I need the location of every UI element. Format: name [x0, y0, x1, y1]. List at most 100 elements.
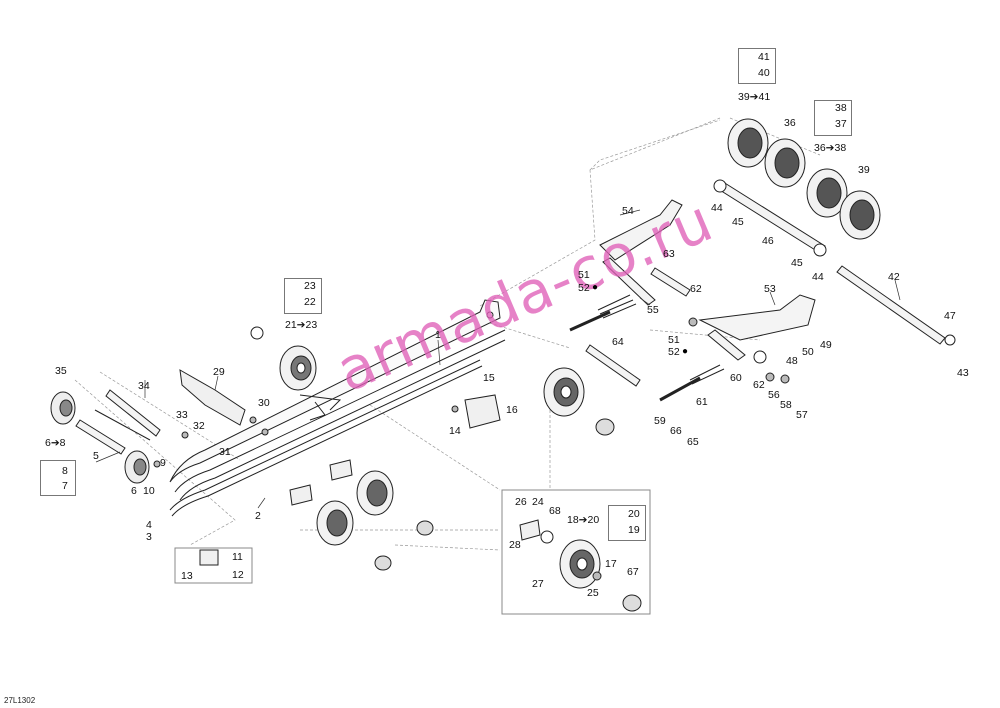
kit-box-19-20 [608, 505, 646, 541]
callout-52b: 52 [668, 346, 680, 358]
callout-32: 32 [193, 420, 205, 432]
wheel-21 [279, 345, 317, 391]
callout-3: 3 [146, 531, 152, 543]
callout-64: 64 [612, 336, 624, 348]
callout-36-38: 36➔38 [814, 142, 847, 154]
wheel-39b [839, 190, 881, 240]
callout-63: 63 [663, 248, 675, 260]
rail-assembly [169, 299, 506, 517]
wheel-35 [50, 391, 76, 425]
callout-5: 5 [93, 450, 99, 462]
callout-38: 38 [835, 102, 847, 114]
kit-box-22-23 [284, 278, 322, 314]
callout-51a: 51 [578, 269, 590, 281]
callout-17: 17 [605, 558, 617, 570]
springs [569, 294, 725, 402]
callout-65: 65 [687, 436, 699, 448]
callout-52a: 52 [578, 282, 590, 294]
grease-drop-icon: ● [682, 346, 689, 357]
callout-15: 15 [483, 372, 495, 384]
callout-23: 23 [304, 280, 316, 292]
callout-26: 26 [515, 496, 527, 508]
callout-44a: 44 [711, 202, 723, 214]
callout-36: 36 [784, 117, 796, 129]
callout-47: 47 [944, 310, 956, 322]
callout-6-8: 6➔8 [45, 437, 66, 449]
callout-58: 58 [780, 399, 792, 411]
callout-11: 11 [232, 551, 243, 563]
callout-25: 25 [587, 587, 599, 599]
leader-lines [95, 209, 901, 509]
callout-40: 40 [758, 67, 770, 79]
callout-62b: 62 [753, 379, 765, 391]
callout-37: 37 [835, 118, 847, 130]
callout-57: 57 [796, 409, 808, 421]
callout-53: 53 [764, 283, 776, 295]
callout-9: 9 [160, 457, 166, 469]
callout-28: 28 [509, 539, 521, 551]
kit-box-slider [174, 547, 253, 584]
callout-10: 10 [143, 485, 155, 497]
callout-27: 27 [532, 578, 544, 590]
callout-56: 56 [768, 389, 780, 401]
callout-8: 8 [62, 465, 68, 477]
kit-box-37-38 [814, 100, 852, 136]
wheel-39a [727, 118, 769, 168]
callout-35: 35 [55, 365, 67, 377]
callout-29: 29 [213, 366, 225, 378]
callout-67: 67 [627, 566, 639, 578]
callout-34: 34 [138, 380, 150, 392]
callout-43: 43 [957, 367, 969, 379]
wheel-18 [559, 539, 601, 589]
callout-68: 68 [549, 505, 561, 517]
callout-6: 6 [131, 485, 137, 497]
callout-14: 14 [449, 425, 461, 437]
callout-13: 13 [181, 570, 193, 582]
wheel-rail-rear [543, 367, 585, 417]
wheel-36b [806, 168, 848, 218]
callout-55: 55 [647, 304, 659, 316]
caps [374, 418, 642, 612]
callout-60: 60 [730, 372, 742, 384]
callout-45a: 45 [732, 216, 744, 228]
callout-44b: 44 [812, 271, 824, 283]
callout-39: 39 [858, 164, 870, 176]
callout-30: 30 [258, 397, 270, 409]
callout-20: 20 [628, 508, 640, 520]
callout-46: 46 [762, 235, 774, 247]
callout-31: 31 [219, 446, 231, 458]
callout-21-23: 21➔23 [285, 319, 318, 331]
diagram-code: 27L1302 [4, 696, 36, 705]
callout-59: 59 [654, 415, 666, 427]
callout-24: 24 [532, 496, 544, 508]
callout-39-41: 39➔41 [738, 91, 771, 103]
callout-22: 22 [304, 296, 316, 308]
wheel-lower-b [356, 470, 394, 516]
small-hardware [153, 179, 956, 581]
callout-42: 42 [888, 271, 900, 283]
kit-box-40-41 [738, 48, 776, 84]
arm-53 [698, 294, 816, 361]
grease-drop-icon: ● [592, 282, 599, 293]
callout-62a: 62 [690, 283, 702, 295]
wheel-lower-a [316, 500, 354, 546]
callout-45b: 45 [791, 257, 803, 269]
wheel-6 [124, 450, 150, 484]
kit-box-7-8 [40, 460, 76, 496]
callout-48: 48 [786, 355, 798, 367]
callout-54: 54 [622, 205, 634, 217]
callout-51b: 51 [668, 334, 680, 346]
kit-box-rear-wheel [501, 489, 651, 615]
callout-19: 19 [628, 524, 640, 536]
callout-61: 61 [696, 396, 708, 408]
callout-49: 49 [820, 339, 832, 351]
shafts [75, 179, 946, 455]
wheel-36 [764, 138, 806, 188]
callout-18-20: 18➔20 [567, 514, 600, 526]
callout-33: 33 [176, 409, 188, 421]
callout-7: 7 [62, 480, 68, 492]
arm-54 [599, 199, 683, 306]
callout-16: 16 [506, 404, 518, 416]
callout-2: 2 [255, 510, 261, 522]
